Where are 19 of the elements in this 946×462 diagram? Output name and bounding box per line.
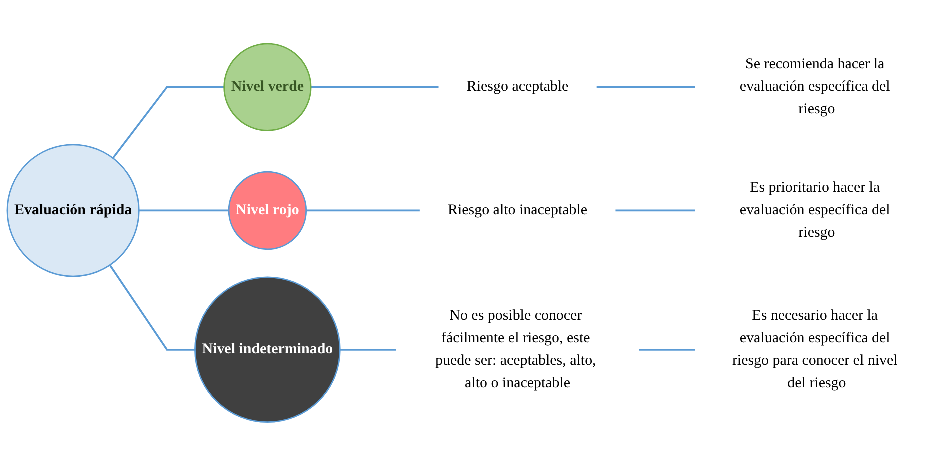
node-text: Riesgo alto inaceptable — [448, 202, 588, 218]
connector — [616, 210, 696, 212]
node-text: No es posible conocer fácilmente el riesgo, este puede ser: aceptables, alto, alto o inaceptable — [436, 308, 596, 392]
node-circle: Evaluación rápida — [6, 144, 140, 278]
node-circle: Nivel verde — [224, 43, 312, 132]
node-circle: Nivel rojo — [228, 171, 308, 250]
connector — [639, 348, 696, 351]
connector — [306, 210, 420, 212]
node-text: Se recomienda hacer la evaluación específica del riesgo — [740, 56, 890, 118]
connector — [109, 264, 196, 351]
connector — [139, 210, 230, 212]
connector — [311, 86, 439, 88]
node-circle: Nivel indeterminado — [194, 276, 341, 424]
connector — [112, 86, 224, 159]
node-text: Riesgo aceptable — [466, 78, 569, 95]
connector — [340, 348, 396, 351]
connector — [596, 86, 696, 88]
node-text: Es necesario hacer la evaluación específica del riesgo para conocer el nivel del riesgo — [732, 308, 898, 392]
node-text: Es prioritario hacer la evaluación específica del riesgo — [740, 180, 890, 241]
